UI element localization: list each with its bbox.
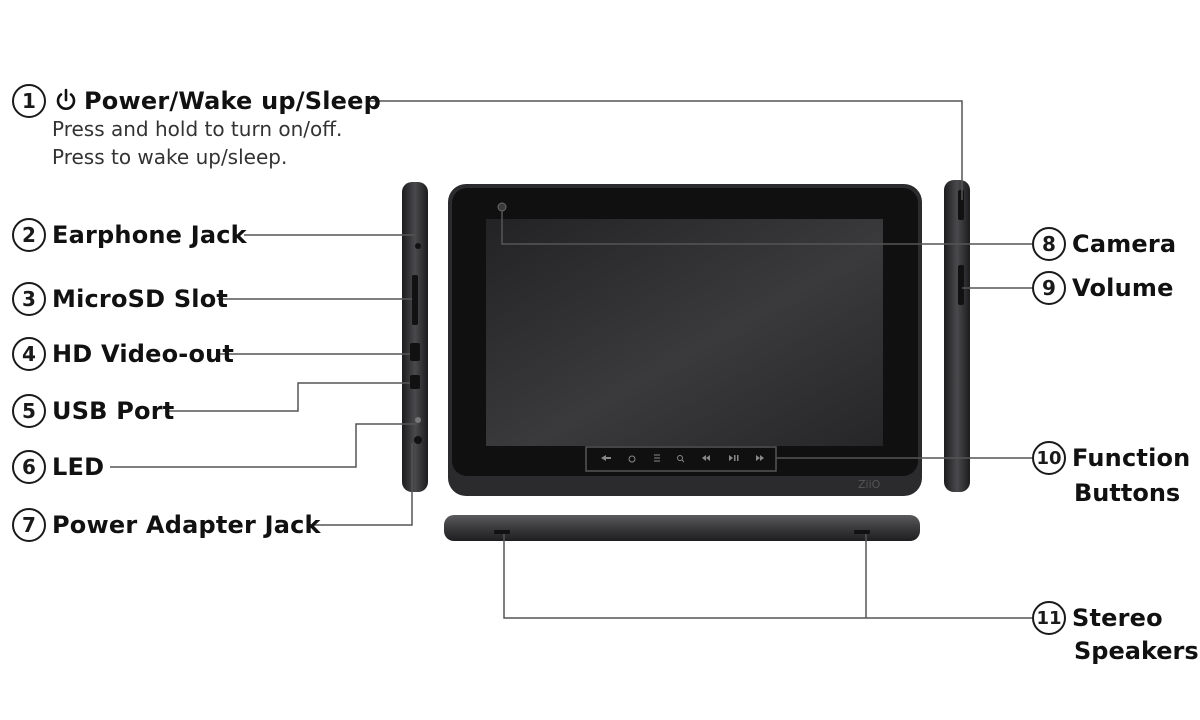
tablet-front: ZiiO: [448, 184, 922, 496]
home-icon: [628, 455, 636, 463]
callout-camera: 8 Camera: [1032, 227, 1176, 261]
callout-power: 1 Power/Wake up/Sleep: [12, 84, 381, 118]
callout-label-line-1: Stereo: [1072, 604, 1163, 632]
callout-number-badge: 9: [1032, 271, 1066, 305]
usb-port: [410, 375, 420, 389]
callout-power-adapter-jack: 7 Power Adapter Jack: [12, 508, 321, 542]
callout-earphone-jack: 2 Earphone Jack: [12, 218, 247, 252]
power-button: [958, 190, 964, 220]
leader-line-5: [168, 382, 410, 412]
callout-number-badge: 1: [12, 84, 46, 118]
callout-number-badge: 4: [12, 337, 46, 371]
power-adapter-port: [414, 436, 422, 444]
callout-label: Power Adapter Jack: [52, 511, 321, 539]
callout-usb-port: 5 USB Port: [12, 394, 174, 428]
leader-line-10: [585, 446, 1032, 472]
callout-number-badge: 7: [12, 508, 46, 542]
play-pause-icon: [729, 455, 739, 461]
leader-line-1: [370, 100, 963, 200]
callout-number-badge: 6: [12, 450, 46, 484]
callout-volume: 9 Volume: [1032, 271, 1174, 305]
camera-lens: [497, 202, 507, 212]
power-description-line-2: Press to wake up/sleep.: [52, 145, 288, 169]
callout-label: Power/Wake up/Sleep: [84, 87, 381, 115]
leader-lines: [110, 100, 1032, 619]
callout-label: Earphone Jack: [52, 221, 247, 249]
leader-line-8: [501, 210, 1032, 245]
volume-rocker: [958, 265, 964, 305]
callout-label: Camera: [1072, 230, 1177, 258]
callout-label: Volume: [1072, 274, 1174, 302]
microsd-slot-port: [412, 275, 418, 325]
fast-forward-icon: [756, 455, 764, 461]
brand-mark: ZiiO: [858, 478, 881, 491]
led-indicator: [415, 417, 421, 423]
callout-stereo-speakers: 11 Stereo: [1032, 601, 1163, 635]
earphone-jack-port: [415, 243, 421, 249]
callout-number-badge: 5: [12, 394, 46, 428]
callout-label: MicroSD Slot: [52, 285, 229, 313]
tablet-right-side: [944, 180, 970, 492]
leader-line-11: [503, 534, 1032, 619]
function-button-row: [601, 454, 764, 463]
callout-number-badge: 2: [12, 218, 46, 252]
screen: [486, 219, 883, 446]
callout-number-badge: 8: [1032, 227, 1066, 261]
callout-label-line-2: Speakers: [1074, 637, 1199, 665]
leader-line-7: [308, 443, 413, 526]
callout-function-buttons: 10 Function: [1032, 441, 1190, 475]
back-icon: [601, 455, 611, 461]
speaker-grill-left: [494, 530, 510, 534]
menu-icon: [654, 454, 660, 462]
callout-microsd-slot: 3 MicroSD Slot: [12, 282, 228, 316]
power-icon: [56, 88, 76, 110]
callout-led: 6 LED: [12, 450, 104, 484]
callout-number-badge: 10: [1032, 441, 1066, 475]
callout-number-badge: 11: [1032, 601, 1066, 635]
tablet-bottom: [444, 515, 920, 541]
leader-line-6: [110, 423, 417, 468]
callout-label-line-2: Buttons: [1074, 479, 1181, 507]
search-icon: [677, 455, 685, 463]
callout-label: USB Port: [52, 397, 175, 425]
power-description-line-1: Press and hold to turn on/off.: [52, 117, 343, 141]
rewind-icon: [702, 455, 710, 461]
callout-label-line-1: Function: [1072, 444, 1191, 472]
tablet-left-side: [402, 182, 428, 492]
speaker-grill-right: [854, 530, 870, 534]
callout-label: HD Video-out: [52, 340, 235, 368]
callout-number-badge: 3: [12, 282, 46, 316]
callout-label: LED: [52, 453, 105, 481]
callout-hd-video-out: 4 HD Video-out: [12, 337, 234, 371]
hd-video-port: [410, 343, 420, 361]
